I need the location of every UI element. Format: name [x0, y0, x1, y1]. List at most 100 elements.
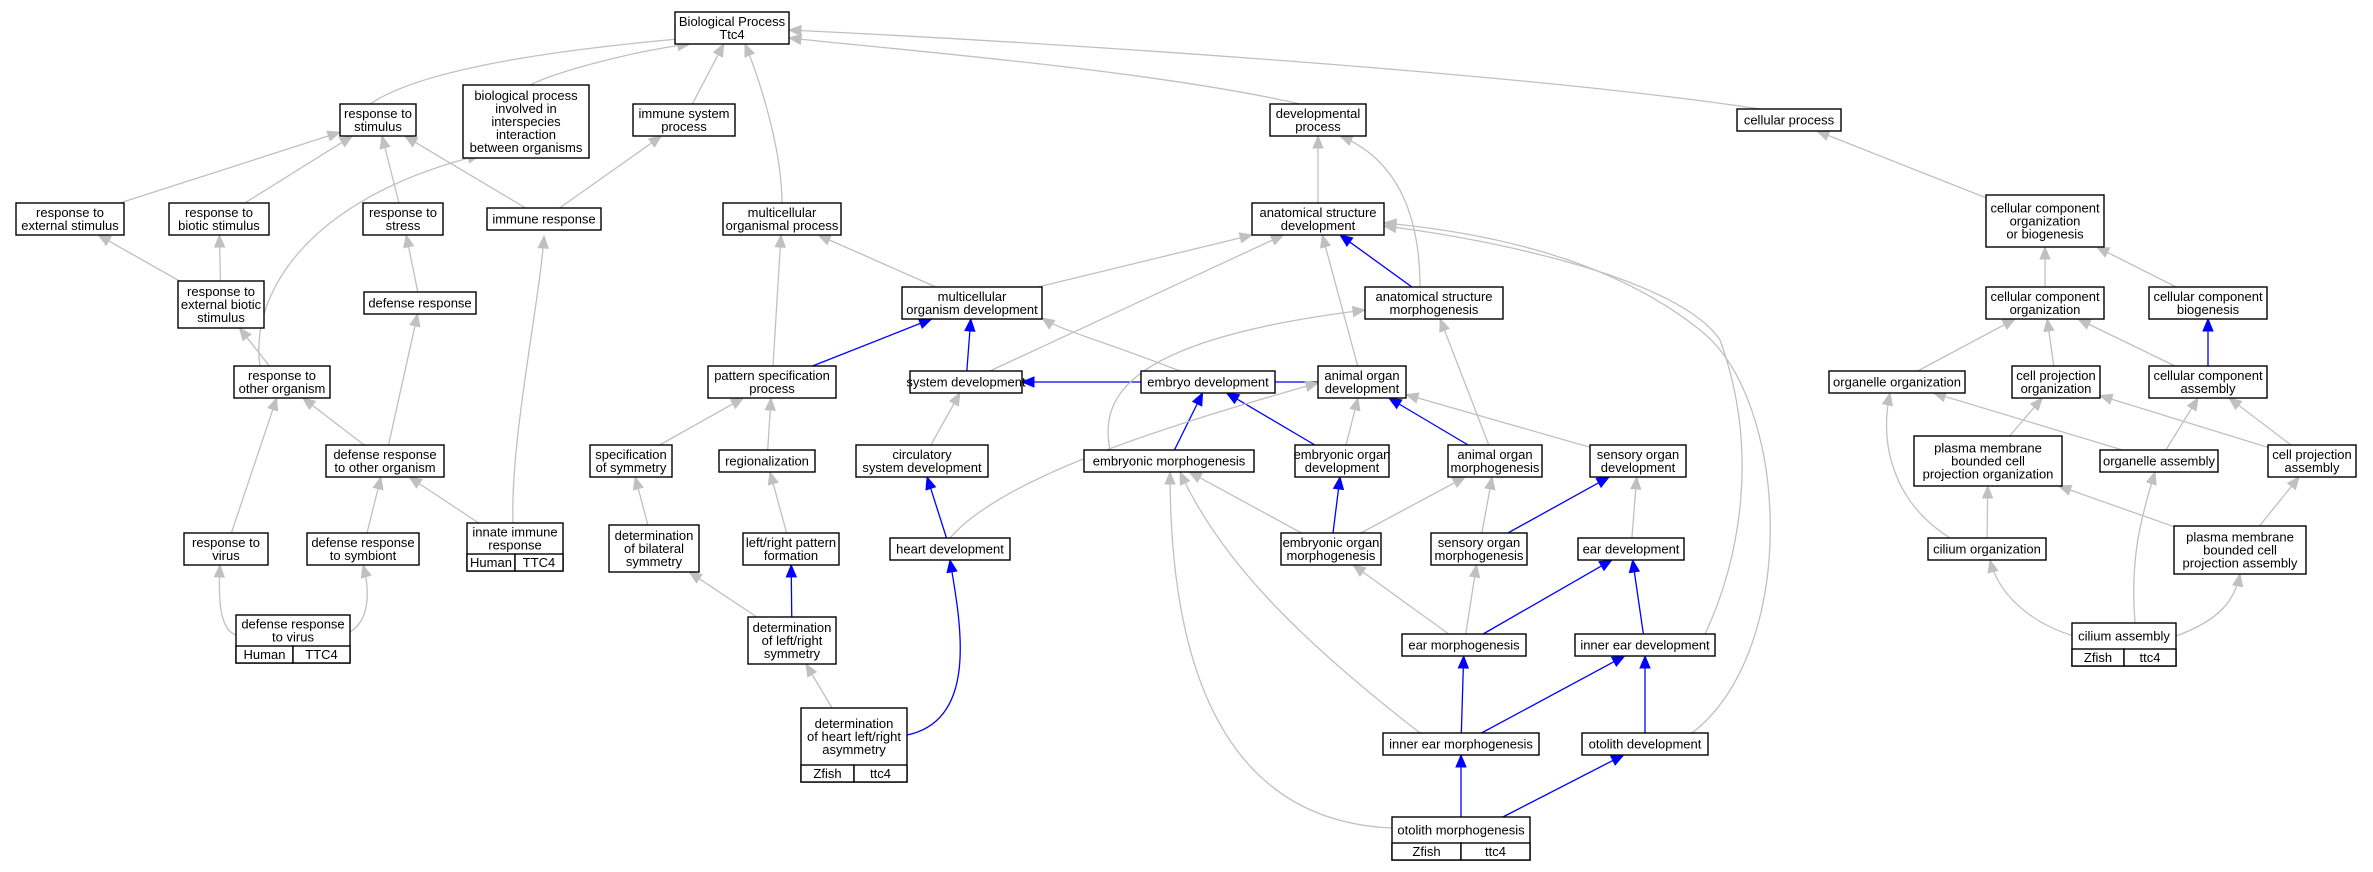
- term-node-sd[interactable]: system development: [906, 370, 1026, 394]
- edge-drto-to-rto: [301, 397, 365, 446]
- term-box: [1294, 444, 1390, 478]
- term-node-ed[interactable]: embryo development: [1140, 370, 1276, 394]
- edge-line: [811, 673, 833, 709]
- edge-line: [407, 246, 419, 293]
- term-label-line: stimulus: [197, 310, 245, 325]
- edge-line: [1481, 661, 1615, 734]
- edge-line: [384, 147, 400, 204]
- edge-line: [529, 43, 691, 86]
- term-node-hd[interactable]: heart development: [889, 537, 1011, 561]
- edge-line: [1179, 471, 1421, 734]
- term-label-line: specification: [595, 447, 667, 462]
- term-label-line: response to: [36, 205, 104, 220]
- species-cell: Zfish: [1391, 842, 1462, 861]
- edge-line: [966, 330, 971, 372]
- term-node-em[interactable]: embryonic morphogenesis: [1083, 449, 1255, 473]
- edge-iir-to-ir: [512, 234, 549, 524]
- edge-line: [1199, 477, 1302, 534]
- term-node-oa[interactable]: organelle assembly: [2099, 449, 2219, 473]
- edge-eod-to-aod: [1345, 396, 1361, 446]
- edge-arrowhead: [1598, 559, 1613, 572]
- edge-mod-to-asd: [1037, 232, 1254, 288]
- edge-arrowhead: [1468, 563, 1481, 579]
- edge-line: [691, 54, 719, 105]
- term-label-line: defense response: [241, 617, 344, 632]
- term-node-eam[interactable]: ear morphogenesis: [1401, 633, 1527, 657]
- edge-line: [1362, 571, 1450, 635]
- edge-arrowhead: [213, 563, 226, 578]
- term-node-co[interactable]: cilium organization: [1927, 537, 2047, 561]
- term-label-line: anatomical structure: [1259, 205, 1376, 220]
- term-box: [1447, 444, 1543, 478]
- term-node-oo[interactable]: organelle organization: [1828, 370, 1966, 394]
- term-box: [632, 103, 736, 137]
- edge-eom-to-eod: [1332, 475, 1345, 534]
- term-label-line: cellular component: [2153, 368, 2263, 383]
- edge-arrowhead: [764, 396, 776, 411]
- edge-line: [744, 43, 783, 204]
- term-node-iem[interactable]: inner ear morphogenesis: [1382, 732, 1540, 756]
- term-node-ead[interactable]: ear development: [1577, 537, 1685, 561]
- term-label-line: cell projection: [2016, 368, 2096, 383]
- edge-ead-to-sod: [1630, 475, 1642, 539]
- edge-line: [2088, 323, 2176, 367]
- edge-line: [219, 246, 222, 282]
- edge-cp-to-bp: [787, 24, 1761, 110]
- term-node-ied[interactable]: inner ear development: [1574, 633, 1716, 657]
- edge-arrowhead: [1351, 305, 1367, 318]
- term-box: [2267, 444, 2357, 478]
- term-box: [15, 202, 125, 236]
- term-node-ir[interactable]: immune response: [486, 207, 602, 231]
- edge-arrowhead: [1439, 317, 1451, 333]
- term-box: [306, 532, 420, 566]
- term-node-cp[interactable]: cellular process: [1736, 108, 1842, 132]
- term-node-od[interactable]: otolith development: [1581, 732, 1709, 756]
- edge-od-to-asd: [1382, 218, 1771, 734]
- term-node-reg[interactable]: regionalization: [718, 449, 816, 473]
- term-node-dr[interactable]: defense response: [363, 291, 477, 315]
